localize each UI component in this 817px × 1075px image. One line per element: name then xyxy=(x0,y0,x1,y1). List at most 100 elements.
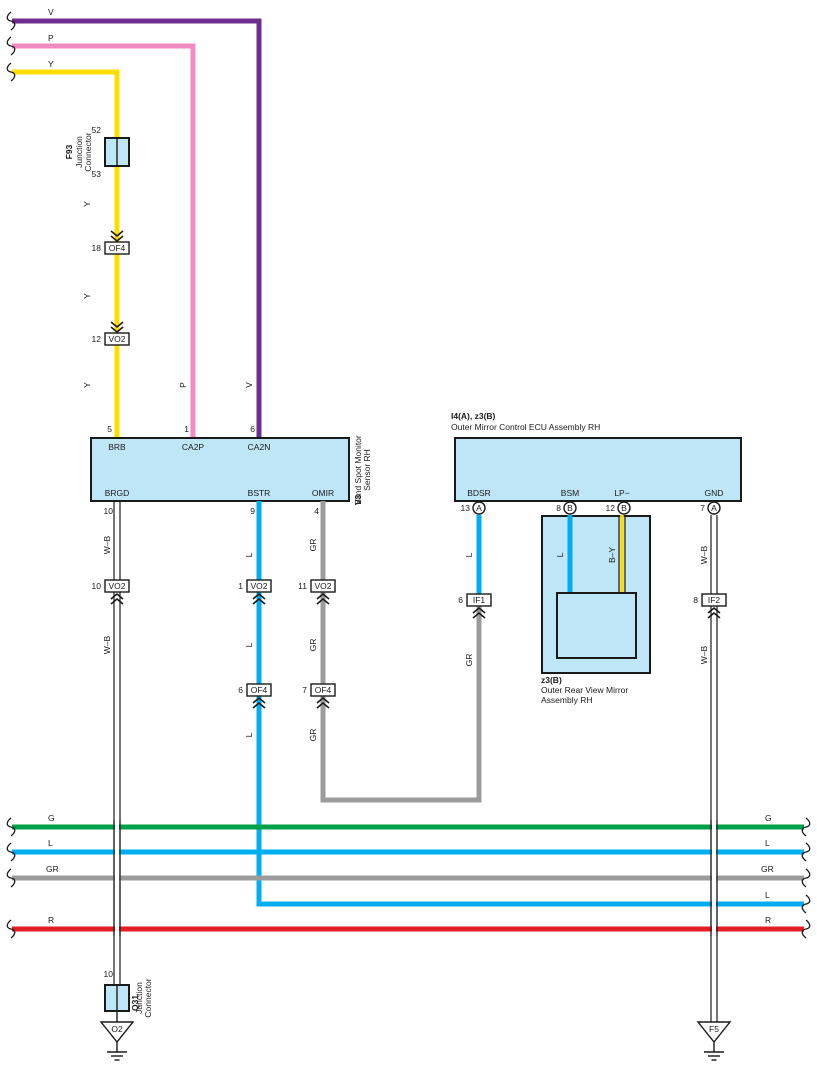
mirror-line2: Assembly RH xyxy=(541,695,592,705)
f93-line1: Junction xyxy=(74,136,84,168)
ecu-pin-2: B 12 xyxy=(606,501,631,515)
ecu-pin-name-1: BSM xyxy=(561,488,579,498)
wire-violet xyxy=(12,18,262,438)
v3-label: Blind Spot Monitor Sensor RH xyxy=(353,435,372,505)
bus-label-l2-right: L xyxy=(765,890,770,900)
v3-bottom-pin-num-0: 10 xyxy=(104,506,114,516)
wire-pink xyxy=(12,43,196,438)
wire-label-wb1: W–B xyxy=(102,535,112,554)
of4-top-pin: 18 xyxy=(92,243,102,253)
wb-overpass xyxy=(113,820,718,936)
wire-label-gnd-wb2: W–B xyxy=(699,645,709,664)
wire-label-y: Y xyxy=(48,59,54,69)
omir-vo2-label: VO2 xyxy=(314,581,331,591)
wire-label-gr3: GR xyxy=(308,729,318,742)
ecu-pin-name-3: GND xyxy=(705,488,724,498)
brgd-vo2-label: VO2 xyxy=(108,581,125,591)
if1-pin: 6 xyxy=(458,595,463,605)
omir-vo2-pin: 11 xyxy=(298,581,307,591)
bstr-vo2-label: VO2 xyxy=(250,581,267,591)
wire-label-v: V xyxy=(48,7,54,17)
outer-mirror-control-ecu-rh xyxy=(454,437,742,502)
wire-label-bdsr-l: L xyxy=(464,552,474,557)
f93-label: F93 Junction Connector xyxy=(64,132,93,171)
v3-top-pin-name-1: CA2P xyxy=(182,442,205,452)
v3-bottom-pin-name-0: BRGD xyxy=(105,488,130,498)
ecu-pin-num-0: 13 xyxy=(461,503,471,513)
bstr-vo2-pin: 1 xyxy=(238,581,243,591)
q31-label: Junction Connector xyxy=(134,978,153,1017)
connector-of4-bstr xyxy=(246,683,272,697)
wire-wb-gnd xyxy=(710,515,718,1022)
ecu-pin-conn-3: A xyxy=(711,503,717,513)
connector-of4-top xyxy=(104,241,130,255)
wire-label-bdsr-gr: GR xyxy=(464,654,474,667)
f93-pin-top: 52 xyxy=(92,125,102,135)
ecu-pin-num-3: 7 xyxy=(700,503,705,513)
v3-id: V3 xyxy=(353,494,363,505)
bus-label-g-right: G xyxy=(765,813,772,823)
blind-spot-monitor-sensor-rh xyxy=(90,437,350,502)
omir-of4-pin: 7 xyxy=(302,685,307,695)
omir-of4-label: OF4 xyxy=(315,685,332,695)
f93-line2: Connector xyxy=(83,132,93,171)
wire-label-l2: L xyxy=(244,642,254,647)
ground-f5-label: F5 xyxy=(709,1024,719,1034)
connector-vo2-bstr xyxy=(246,579,272,593)
wire-label-lp-by: B–Y xyxy=(607,547,617,563)
outer-rear-view-mirror-assembly-rh xyxy=(556,592,637,659)
bus-label-g-left: G xyxy=(48,813,55,823)
wire-label-gr2: GR xyxy=(308,639,318,652)
bus-label-gr-right: GR xyxy=(761,864,774,874)
v3-line2: Sensor RH xyxy=(362,449,372,491)
bus-label-r-left: R xyxy=(48,915,54,925)
bstr-of4-pin: 6 xyxy=(238,685,243,695)
connector-of4-omir xyxy=(310,683,336,697)
mirror-line1: Outer Rear View Mirror xyxy=(541,685,628,695)
wire-gr-omir xyxy=(320,501,482,803)
ecu-pin-conn-1: B xyxy=(567,503,573,513)
connector-vo2-brgd xyxy=(104,579,130,593)
ecu-pin-1: B 8 xyxy=(556,501,577,515)
connector-if1 xyxy=(466,593,492,607)
f93-pin-bottom: 53 xyxy=(92,169,102,179)
q31-line2: Connector xyxy=(143,978,153,1017)
connector-vo2-omir xyxy=(310,579,336,593)
wire-label-y2: Y xyxy=(82,293,92,299)
v3-bottom-pin-name-2: OMIR xyxy=(312,488,334,498)
wire-label-p: P xyxy=(48,33,54,43)
mirror-id: z3(B) xyxy=(541,675,562,685)
ecu-name: Outer Mirror Control ECU Assembly RH xyxy=(451,422,600,432)
wire-label-gr1: GR xyxy=(308,539,318,552)
wire-l-bstr xyxy=(256,501,804,907)
wire-label-wb2: W–B xyxy=(102,635,112,654)
wire-label-l3: L xyxy=(244,732,254,737)
v3-top-pin-name-2: CA2N xyxy=(248,442,271,452)
bstr-of4-label: OF4 xyxy=(251,685,268,695)
wire-label-bsm-l: L xyxy=(555,552,565,557)
ecu-pin-0: A 13 xyxy=(461,501,486,515)
v3-top-pin-num-2: 6 xyxy=(250,424,255,434)
bus-label-l-left: L xyxy=(48,838,53,848)
v3-bottom-pin-num-1: 9 xyxy=(250,506,255,516)
q31-id: Q31 xyxy=(130,995,140,1011)
wire-label-gnd-wb1: W–B xyxy=(699,545,709,564)
v3-bottom-pin-name-1: BSTR xyxy=(248,488,271,498)
ecu-pin-3: A 7 xyxy=(700,501,721,515)
of4-top-label: OF4 xyxy=(109,243,126,253)
v3-top-pin-name-0: BRB xyxy=(108,442,126,452)
connector-if2 xyxy=(701,593,727,607)
q31-line1: Junction xyxy=(134,982,144,1014)
wire-label-y3: Y xyxy=(82,382,92,388)
v3-top-pin-num-0: 5 xyxy=(107,424,112,434)
connector-vo2-top xyxy=(104,332,130,346)
ecu-id: I4(A), z3(B) xyxy=(451,411,496,421)
f93-id: F93 xyxy=(64,144,74,159)
ecu-pin-conn-0: A xyxy=(476,503,482,513)
if2-label: IF2 xyxy=(708,595,721,605)
ground-o2: O2 xyxy=(99,1021,135,1061)
if1-label: IF1 xyxy=(473,595,486,605)
wire-label-v2: V xyxy=(244,382,254,388)
vo2-top-pin: 12 xyxy=(92,334,102,344)
